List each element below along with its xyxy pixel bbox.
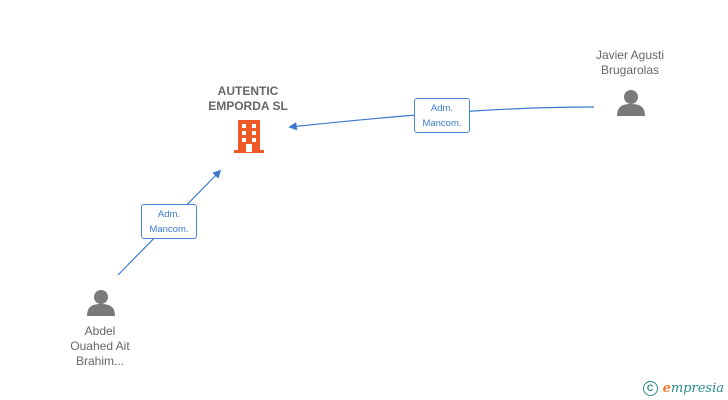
person-icon[interactable] [87, 290, 115, 316]
relation-role-detail: Mancom. [149, 224, 189, 235]
copyright-icon: C [642, 380, 658, 396]
company-name[interactable]: AUTENTIC EMPORDA SL [208, 84, 288, 113]
relation-label-javier: Adm. Mancom. [414, 98, 470, 133]
relation-label-abdel: Adm. Mancom. [141, 204, 197, 239]
relation-role-detail: Mancom. [422, 118, 462, 129]
person-icon[interactable] [617, 90, 645, 116]
building-icon[interactable] [234, 120, 264, 153]
relation-role: Adm. [157, 209, 181, 220]
person-name-javier[interactable]: Javier Agusti Brugarolas [595, 48, 665, 77]
brand-name: empresia [662, 381, 724, 396]
person-name-abdel[interactable]: Abdel Ouahed Ait Brahim... [70, 324, 130, 368]
relation-role: Adm. [430, 103, 454, 114]
brand-watermark: C empresia [642, 380, 724, 396]
